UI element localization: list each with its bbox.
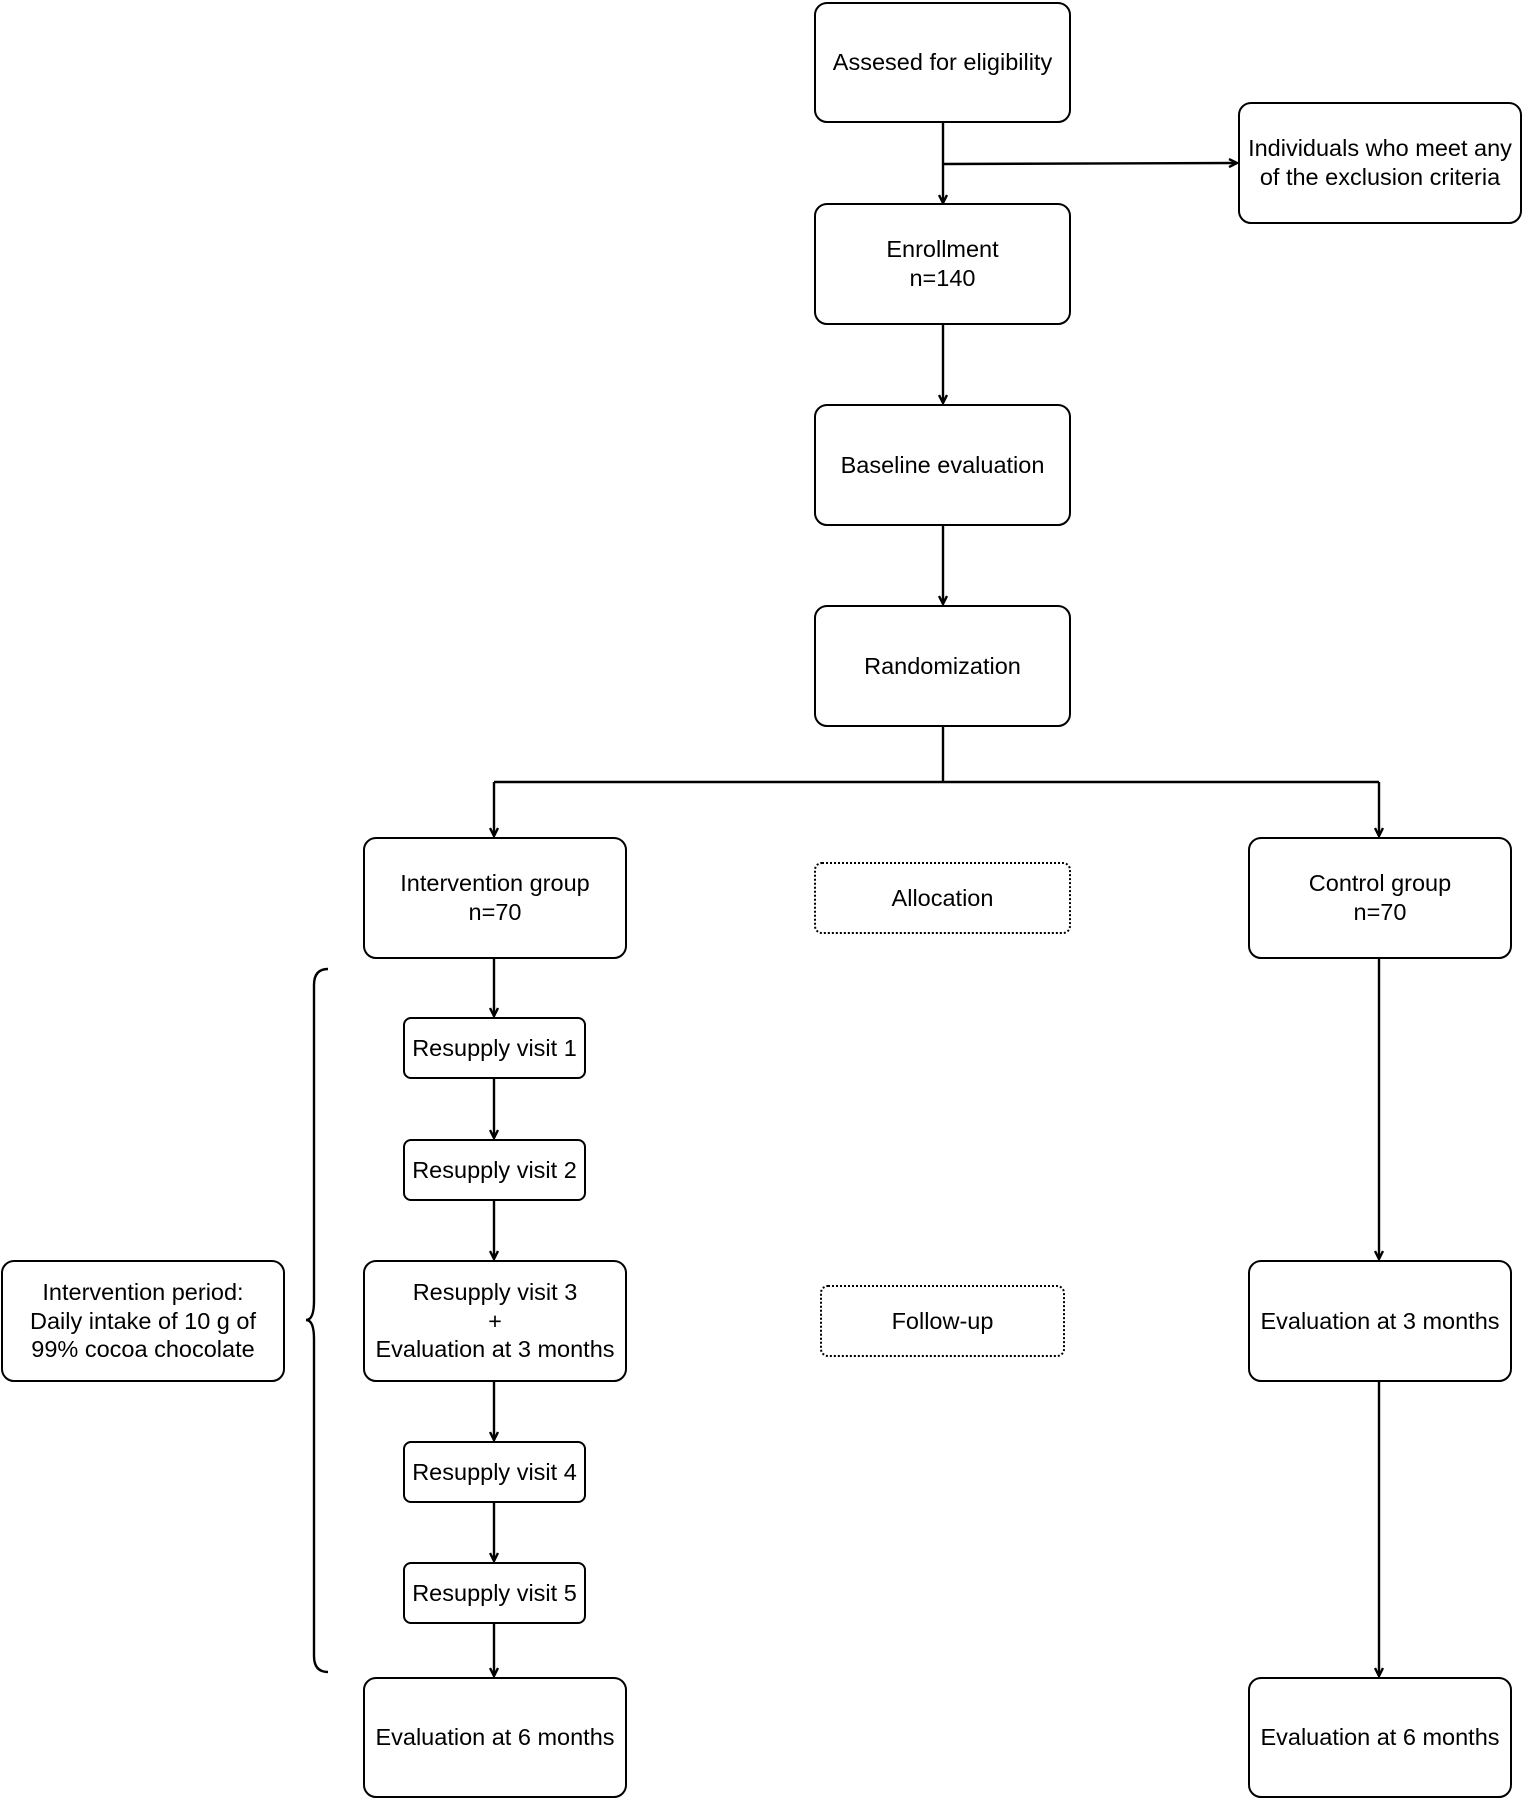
node-eligibility: Assesed for eligibility (814, 2, 1071, 123)
node-control-eval-3: Evaluation at 3 months (1248, 1260, 1512, 1382)
node-resupply-2: Resupply visit 2 (403, 1139, 586, 1201)
node-control-group: Control group n=70 (1248, 837, 1512, 959)
intervention-period-brace (305, 967, 329, 1674)
node-intervention-group: Intervention group n=70 (363, 837, 627, 959)
node-resupply-5: Resupply visit 5 (403, 1562, 586, 1624)
node-exclusion: Individuals who meet any of the exclusio… (1238, 102, 1522, 224)
node-control-eval-6: Evaluation at 6 months (1248, 1677, 1512, 1798)
label-follow-up: Follow-up (820, 1285, 1065, 1357)
node-intervention-eval-6: Evaluation at 6 months (363, 1677, 627, 1798)
label-allocation: Allocation (814, 862, 1071, 934)
node-randomization: Randomization (814, 605, 1071, 727)
node-resupply-3: Resupply visit 3 + Evaluation at 3 month… (363, 1260, 627, 1382)
arrow-to-exclusion (942, 163, 1237, 164)
node-intervention-period: Intervention period: Daily intake of 10 … (1, 1260, 285, 1382)
node-resupply-4: Resupply visit 4 (403, 1441, 586, 1503)
node-resupply-1: Resupply visit 1 (403, 1017, 586, 1079)
node-enrollment: Enrollment n=140 (814, 203, 1071, 325)
node-baseline: Baseline evaluation (814, 404, 1071, 526)
